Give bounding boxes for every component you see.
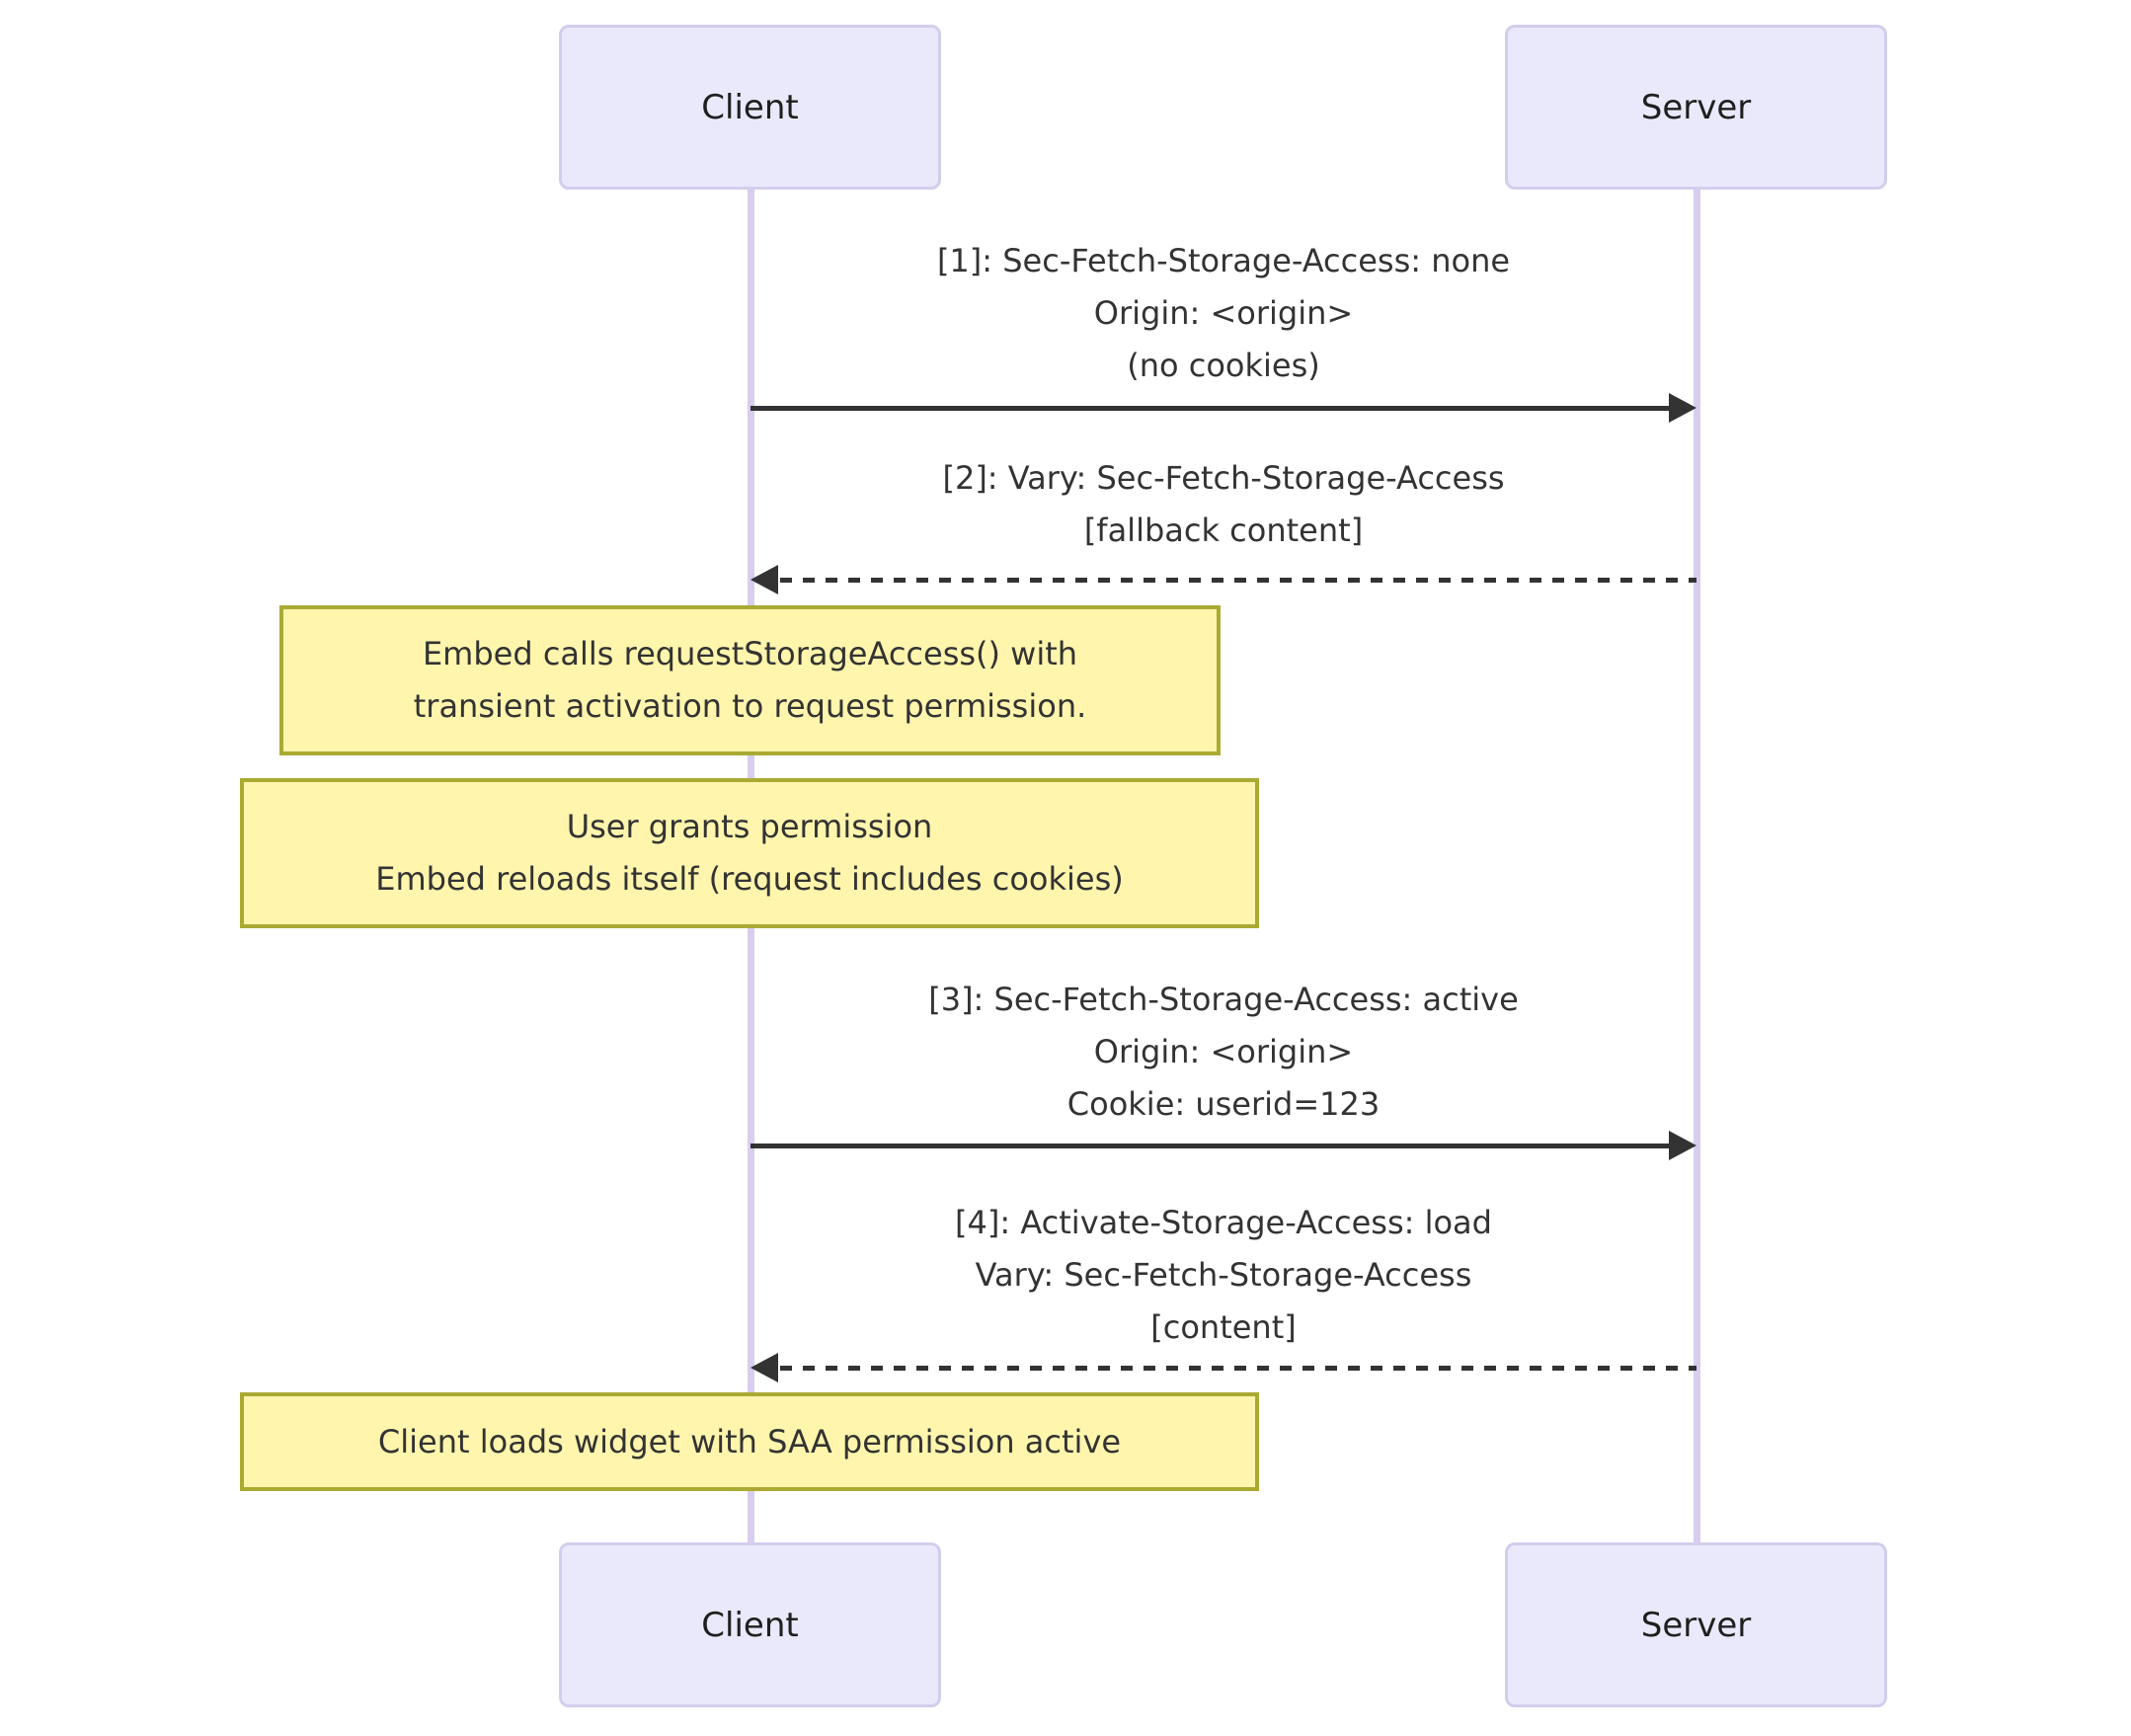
actor-client-top-label: Client — [701, 87, 799, 127]
message-3-text: [3]: Sec-Fetch-Storage-Access: active Or… — [750, 974, 1697, 1131]
note-2-line-2: Embed reloads itself (request includes c… — [375, 860, 1124, 898]
message-3-line-1: [3]: Sec-Fetch-Storage-Access: active — [928, 981, 1519, 1018]
arrow-shaft — [750, 406, 1671, 411]
actor-client-bottom: Client — [559, 1542, 941, 1707]
arrowhead-left-icon — [750, 565, 778, 594]
note-3-line-1: Client loads widget with SAA permission … — [377, 1422, 1122, 1460]
message-4-line-2: Vary: Sec-Fetch-Storage-Access — [975, 1256, 1472, 1294]
note-1-line-1: Embed calls requestStorageAccess() with — [422, 635, 1078, 672]
message-1-arrow — [750, 392, 1697, 424]
arrow-shaft — [780, 1366, 1697, 1371]
message-1-line-2: Origin: <origin> — [1093, 294, 1354, 332]
message-1-line-1: [1]: Sec-Fetch-Storage-Access: none — [936, 242, 1511, 279]
message-2-line-1: [2]: Vary: Sec-Fetch-Storage-Access — [942, 459, 1505, 497]
message-3-line-3: Cookie: userid=123 — [1066, 1085, 1381, 1123]
message-2-line-2: [fallback content] — [1083, 512, 1364, 549]
message-1-line-3: (no cookies) — [1127, 347, 1320, 384]
server-lifeline — [1694, 190, 1700, 1542]
note-client-loads-widget: Client loads widget with SAA permission … — [240, 1392, 1259, 1491]
message-4-line-3: [content] — [1150, 1308, 1297, 1346]
note-user-grants: User grants permission Embed reloads its… — [240, 778, 1259, 928]
actor-server-top-label: Server — [1640, 87, 1752, 127]
arrowhead-left-icon — [750, 1353, 778, 1382]
message-3-line-2: Origin: <origin> — [1093, 1033, 1354, 1070]
arrow-shaft — [780, 578, 1697, 583]
message-4-line-1: [4]: Activate-Storage-Access: load — [955, 1204, 1492, 1241]
actor-client-top: Client — [559, 25, 941, 190]
note-1-line-2: transient activation to request permissi… — [413, 687, 1087, 725]
arrow-shaft — [750, 1144, 1671, 1148]
message-4-text: [4]: Activate-Storage-Access: load Vary:… — [750, 1197, 1697, 1354]
message-1-text: [1]: Sec-Fetch-Storage-Access: none Orig… — [750, 235, 1697, 392]
message-2-text: [2]: Vary: Sec-Fetch-Storage-Access [fal… — [750, 452, 1697, 557]
actor-server-bottom-label: Server — [1640, 1605, 1752, 1645]
note-2-line-1: User grants permission — [566, 808, 933, 845]
note-embed-request: Embed calls requestStorageAccess() with … — [279, 605, 1221, 755]
message-2-arrow — [750, 564, 1697, 595]
actor-client-bottom-label: Client — [701, 1605, 799, 1645]
actor-server-bottom: Server — [1505, 1542, 1887, 1707]
actor-server-top: Server — [1505, 25, 1887, 190]
arrowhead-right-icon — [1669, 393, 1697, 423]
message-4-arrow — [750, 1352, 1697, 1383]
message-3-arrow — [750, 1130, 1697, 1161]
arrowhead-right-icon — [1669, 1131, 1697, 1160]
